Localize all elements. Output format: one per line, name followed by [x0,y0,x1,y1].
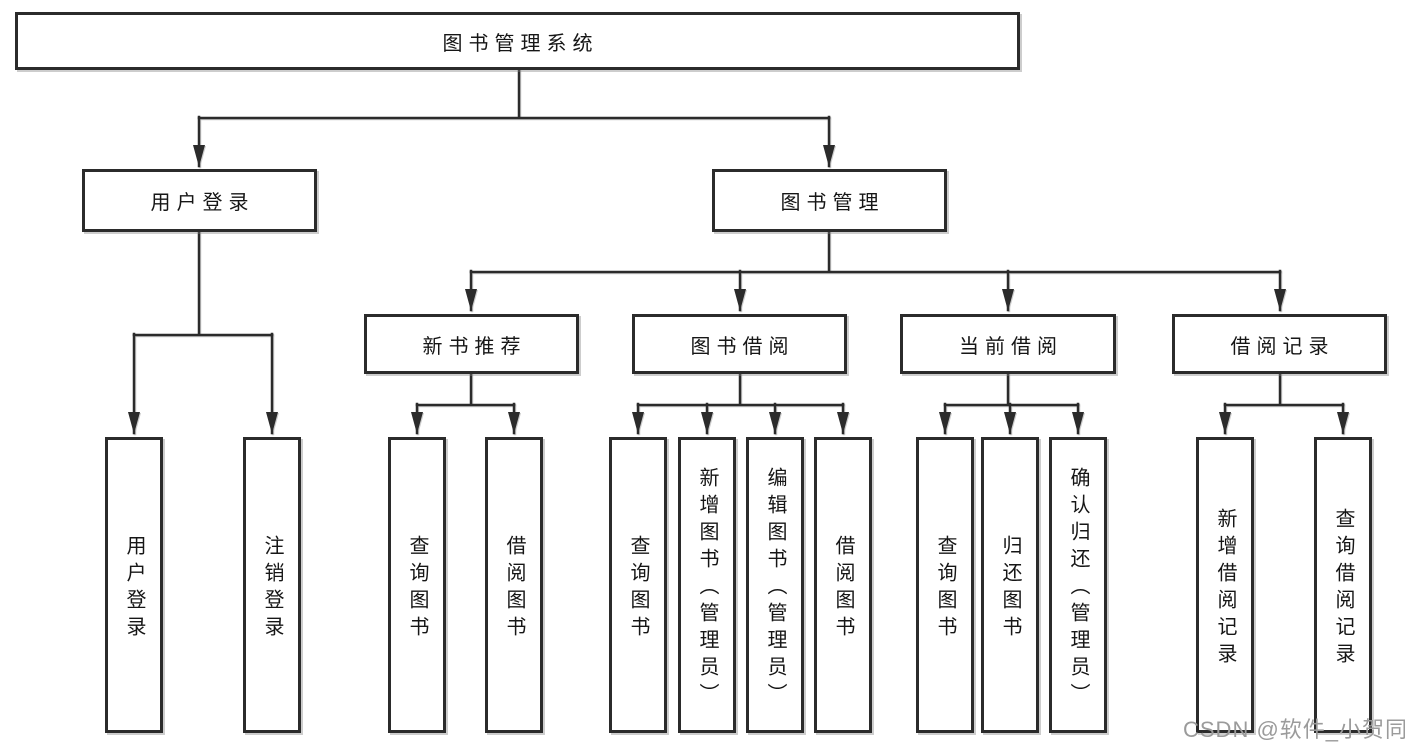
leaf-query-books-current: 查询图书 [916,437,974,733]
watermark-text: CSDN @软件_小贺同学 [1183,717,1405,742]
leaf-user-login: 用户登录 [105,437,163,733]
leaf-borrow-books-recommend: 借阅图书 [485,437,543,733]
node-new-book-recommendation: 新书推荐 [364,314,579,374]
leaf-return-books: 归还图书 [981,437,1039,733]
leaf-query-books-borrowing: 查询图书 [609,437,667,733]
leaf-query-borrow-record: 查询借阅记录 [1314,437,1372,733]
leaf-borrow-books: 借阅图书 [814,437,872,733]
leaf-add-borrow-record: 新增借阅记录 [1196,437,1254,733]
node-user-login: 用户登录 [82,169,317,232]
node-borrowing-records: 借阅记录 [1172,314,1387,374]
leaf-confirm-return-admin: 确认归还（管理员） [1049,437,1107,733]
node-book-borrowing: 图书借阅 [632,314,847,374]
leaf-add-books-admin: 新增图书（管理员） [678,437,736,733]
leaf-logout-login: 注销登录 [243,437,301,733]
node-library-management-system: 图书管理系统 [15,12,1020,70]
node-book-management: 图书管理 [712,169,947,232]
node-current-borrowing: 当前借阅 [900,314,1116,374]
leaf-edit-books-admin: 编辑图书（管理员） [746,437,804,733]
leaf-query-books-recommend: 查询图书 [388,437,446,733]
